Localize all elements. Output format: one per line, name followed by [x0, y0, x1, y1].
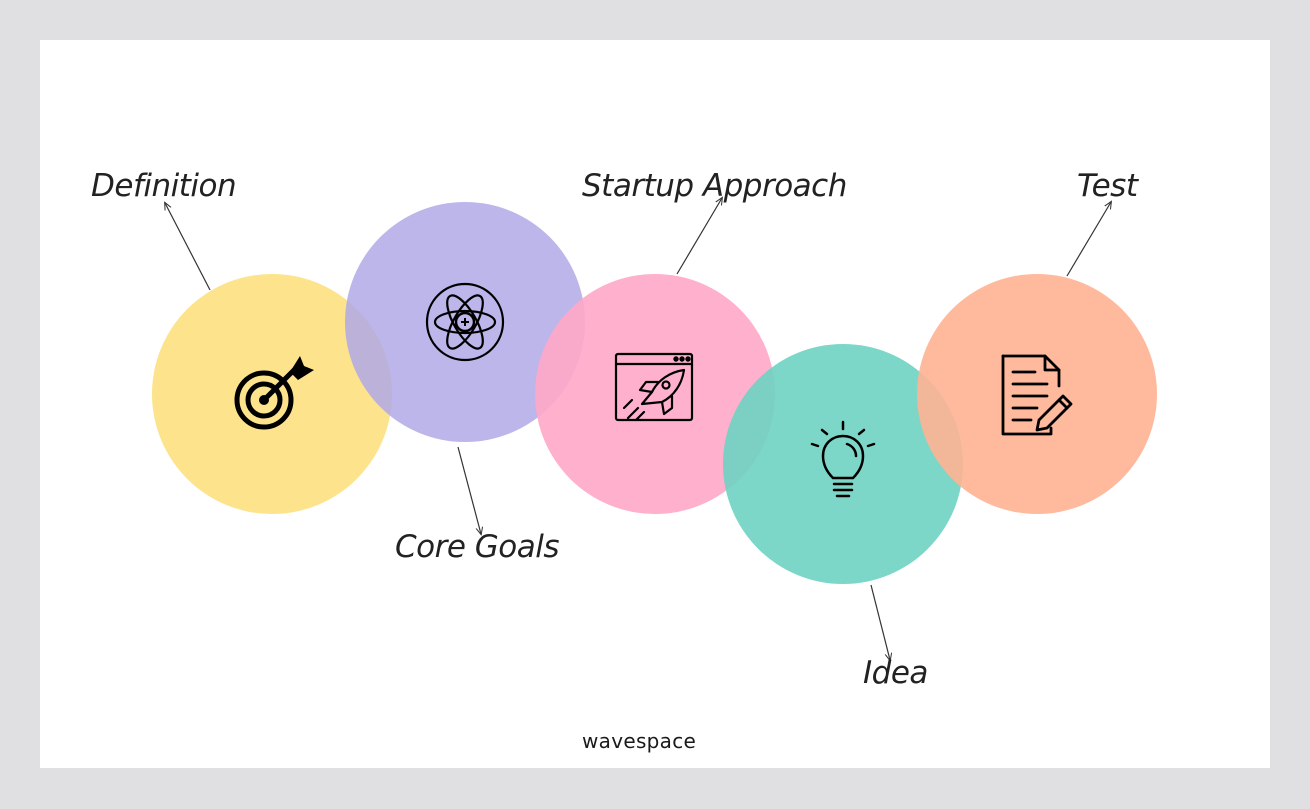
label-core-goals: Core Goals [395, 529, 560, 565]
rocket-window-icon [614, 352, 694, 422]
connector-test [1066, 202, 1111, 277]
brand-logo: wavespace [582, 729, 697, 753]
connector-core-goals [457, 446, 481, 534]
lightbulb-icon [810, 420, 876, 498]
circle-startup-approach [535, 274, 775, 514]
atom-icon [425, 282, 505, 362]
label-definition: Definition [91, 168, 237, 204]
label-idea: Idea [863, 655, 928, 691]
label-test: Test [1077, 168, 1138, 204]
document-edit-icon [1001, 354, 1073, 436]
slide-canvas: Definition Core Goals Startup Approach I… [40, 40, 1270, 768]
label-startup-approach: Startup Approach [582, 168, 847, 204]
connector-idea [870, 584, 890, 660]
connector-definition [165, 203, 211, 291]
connector-startup-approach [676, 198, 722, 275]
circle-idea [723, 344, 963, 584]
circle-test [917, 274, 1157, 514]
target-icon [234, 356, 314, 430]
overlapping-circles-diagram [152, 40, 1157, 768]
